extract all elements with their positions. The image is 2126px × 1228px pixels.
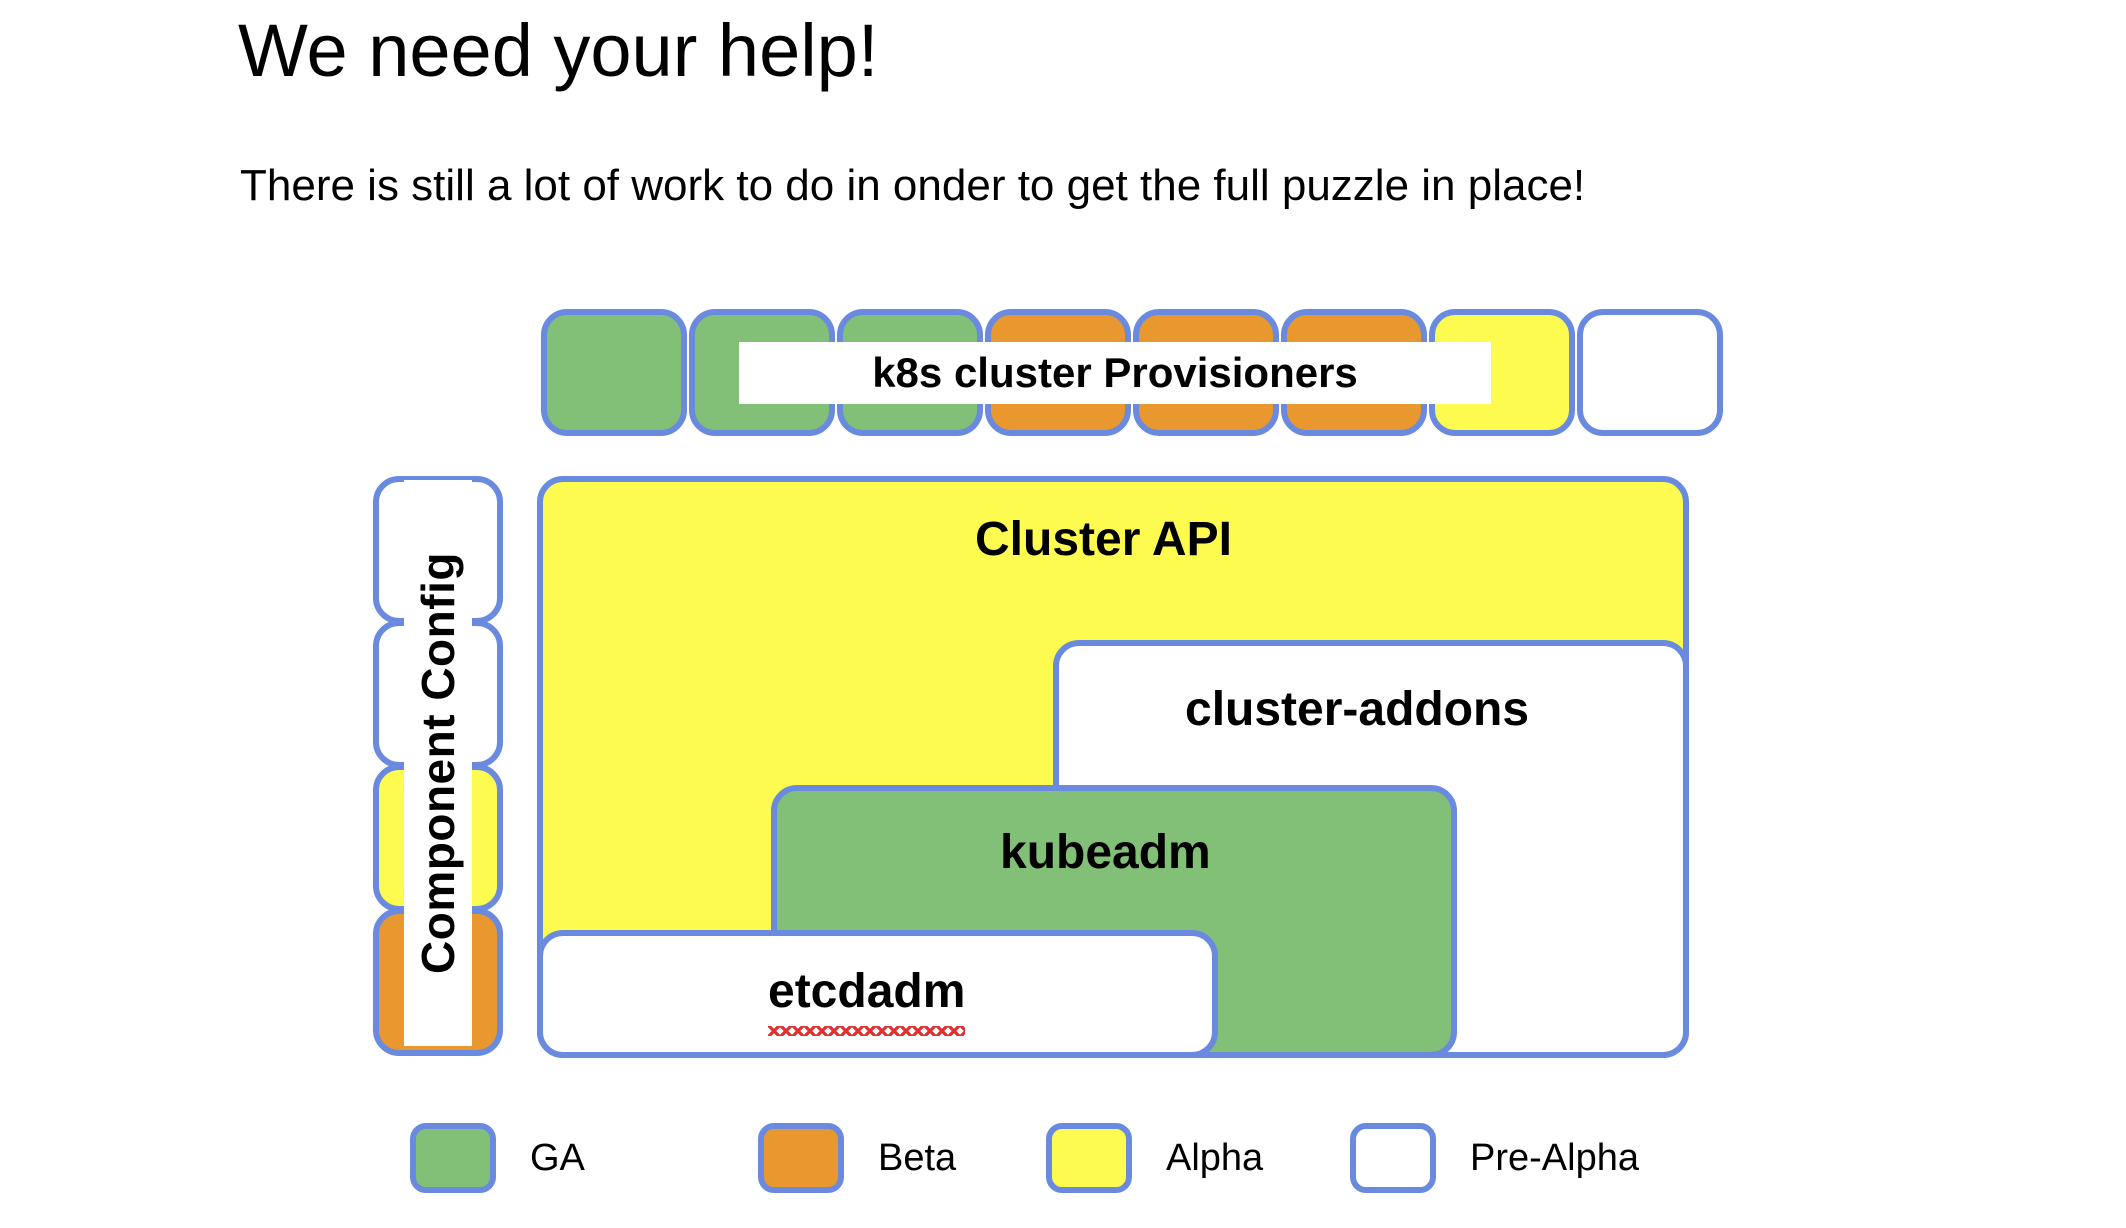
legend-ga: GA [410,1118,585,1198]
component-config-label: Component Config [412,552,465,974]
legend-alpha-swatch [1046,1123,1132,1193]
provisioner-1 [541,309,687,436]
legend-prealpha: Pre-Alpha [1350,1118,1639,1198]
legend-prealpha-label: Pre-Alpha [1470,1136,1639,1179]
legend-beta-swatch [758,1123,844,1193]
kubeadm-label: kubeadm [1000,826,1211,879]
legend-beta: Beta [758,1118,956,1198]
etcdadm-box [537,930,1218,1058]
page-title: We need your help! [238,9,879,92]
page-subtitle: There is still a lot of work to do in on… [240,161,1586,210]
etcdadm-label: etcdadm [768,965,966,1018]
legend-ga-label: GA [530,1136,585,1179]
legend-ga-swatch [410,1123,496,1193]
cluster-api-label: Cluster API [975,513,1232,566]
legend-alpha-label: Alpha [1166,1136,1264,1179]
legend-prealpha-swatch [1350,1123,1436,1193]
legend-alpha: Alpha [1046,1118,1263,1198]
cluster-addons-label: cluster-addons [1185,683,1530,736]
component-config-label-strip: Component Config [404,480,472,1046]
spellcheck-underline-icon [768,1026,966,1036]
provisioner-row-label: k8s cluster Provisioners [739,342,1491,404]
legend-beta-label: Beta [878,1136,957,1179]
legend: GA Beta Alpha Pre-Alpha [0,1118,2126,1198]
provisioner-8 [1577,309,1723,436]
